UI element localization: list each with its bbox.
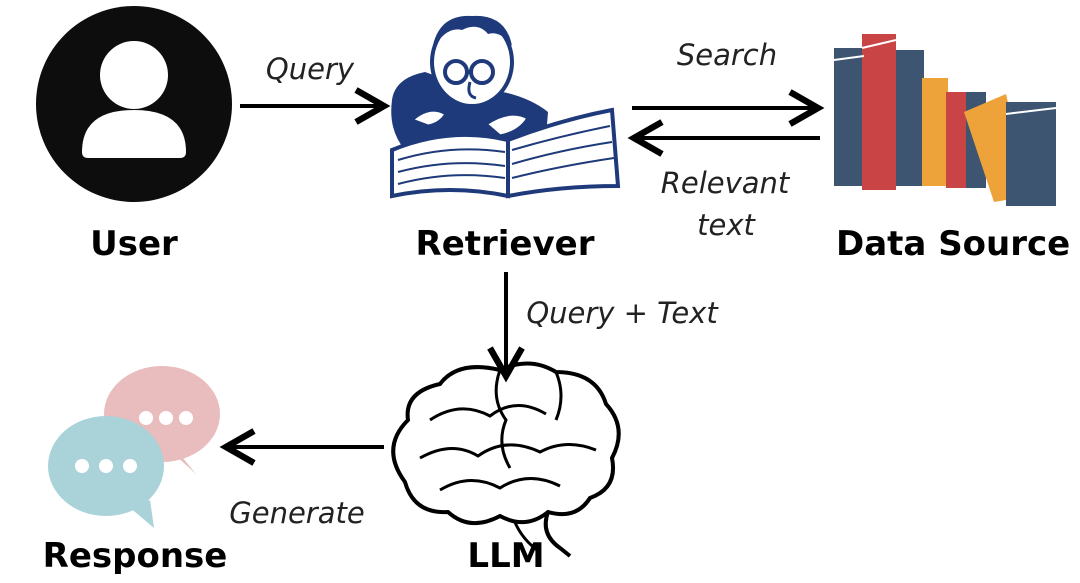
text-edge-label: text <box>697 208 755 242</box>
retriever-label: Retriever <box>415 224 595 264</box>
relevant-edge-label: Relevant <box>660 166 790 200</box>
reading-man-icon <box>390 15 621 199</box>
query-edge-label: Query <box>265 52 355 86</box>
query-plus-text-edge-label: Query + Text <box>526 296 718 330</box>
books-icon <box>833 34 1057 206</box>
search-edge-label: Search <box>676 38 778 72</box>
data-source-label: Data Source <box>836 224 1071 264</box>
user-label: User <box>90 224 178 264</box>
user-icon <box>36 6 232 202</box>
generate-edge-label: Generate <box>229 496 365 530</box>
chat-bubbles-icon <box>48 366 220 528</box>
brain-icon <box>391 361 621 558</box>
response-label: Response <box>42 536 228 576</box>
llm-label: LLM <box>467 536 545 576</box>
